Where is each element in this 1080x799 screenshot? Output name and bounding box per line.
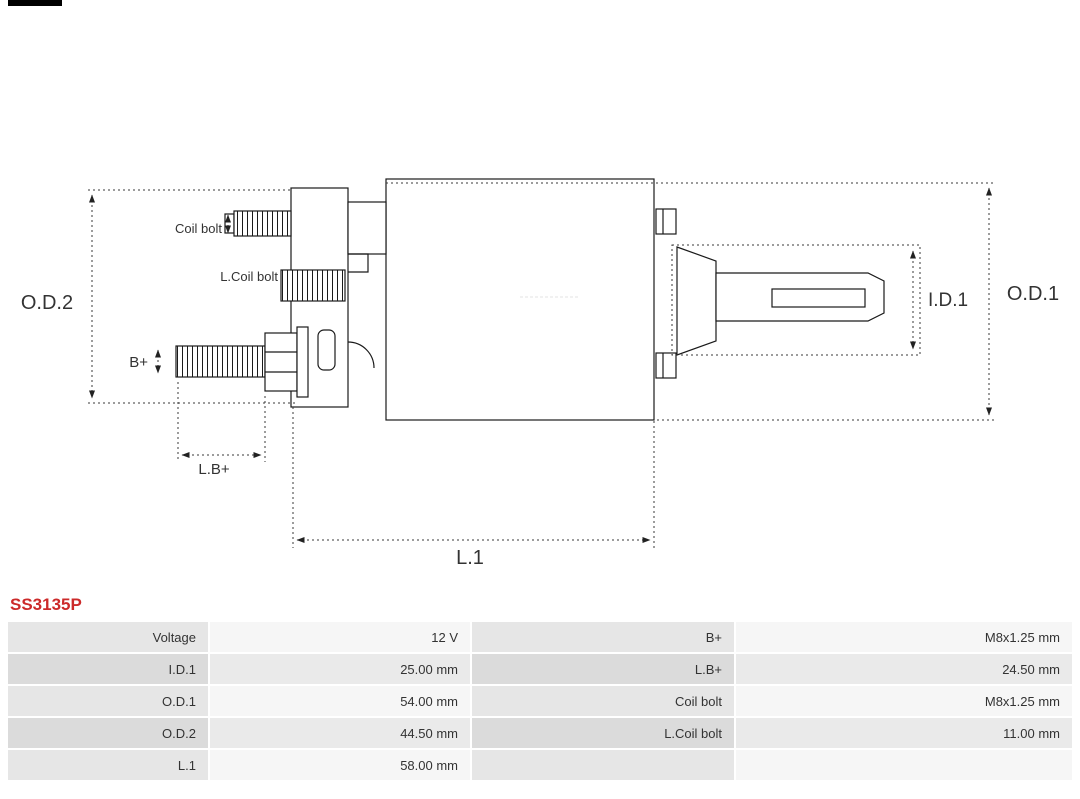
table-row: Voltage 12 V B+ M8x1.25 mm (8, 622, 1072, 652)
dim-label-bplus: B+ (129, 354, 148, 371)
table-row: L.1 58.00 mm (8, 750, 1072, 780)
spec-label: I.D.1 (8, 654, 208, 684)
dim-label-od1: O.D.1 (1007, 283, 1059, 305)
spec-label: Voltage (8, 622, 208, 652)
spec-value: 44.50 mm (210, 718, 470, 748)
dim-label-l1: L.1 (456, 547, 484, 569)
spec-value: 25.00 mm (210, 654, 470, 684)
table-row: I.D.1 25.00 mm L.B+ 24.50 mm (8, 654, 1072, 684)
spec-value: M8x1.25 mm (736, 622, 1072, 652)
spec-value: M8x1.25 mm (736, 686, 1072, 716)
logo-mark (8, 0, 62, 6)
solenoid-technical-drawing: O.D.2 O.D.1 I.D.1 L.1 L.B+ B+ Coil bolt … (21, 178, 1059, 569)
part-number-link[interactable]: SS3135P (10, 595, 82, 614)
dim-label-l-coil-bolt: L.Coil bolt (220, 269, 278, 284)
dimension-lines (88, 182, 996, 548)
spec-label: O.D.2 (8, 718, 208, 748)
spec-label: L.Coil bolt (472, 718, 734, 748)
spec-value: 12 V (210, 622, 470, 652)
solenoid-body-outline (175, 178, 885, 421)
solenoid-drawing-svg: O.D.2 O.D.1 I.D.1 L.1 L.B+ B+ Coil bolt … (21, 178, 1059, 569)
spec-value: 58.00 mm (210, 750, 470, 780)
dim-label-od2: O.D.2 (21, 292, 73, 314)
dim-label-id1: I.D.1 (928, 290, 968, 311)
spec-label: Coil bolt (472, 686, 734, 716)
dim-label-coil-bolt: Coil bolt (175, 221, 222, 236)
spec-label: L.B+ (472, 654, 734, 684)
spec-value: 11.00 mm (736, 718, 1072, 748)
spec-label (472, 750, 734, 780)
dim-label-lbplus: L.B+ (198, 461, 230, 478)
spec-label: L.1 (8, 750, 208, 780)
spec-value (736, 750, 1072, 780)
spec-value: 54.00 mm (210, 686, 470, 716)
table-row: O.D.1 54.00 mm Coil bolt M8x1.25 mm (8, 686, 1072, 716)
table-row: O.D.2 44.50 mm L.Coil bolt 11.00 mm (8, 718, 1072, 748)
spec-label: B+ (472, 622, 734, 652)
spec-table: Voltage 12 V B+ M8x1.25 mm I.D.1 25.00 m… (8, 622, 1072, 780)
spec-value: 24.50 mm (736, 654, 1072, 684)
spec-label: O.D.1 (8, 686, 208, 716)
